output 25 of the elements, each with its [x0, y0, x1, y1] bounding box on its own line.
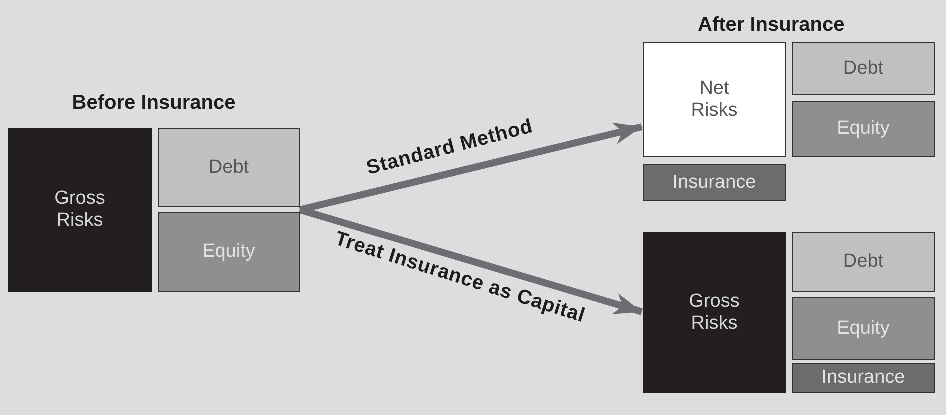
box-label: Equity — [837, 318, 890, 340]
box-label: Equity — [837, 118, 890, 140]
insurance-box — [643, 164, 786, 201]
box-label: Debt — [208, 156, 250, 178]
section-heading: After Insurance — [698, 14, 845, 37]
box-label: Equity — [202, 241, 256, 263]
box-label: Gross Risks — [688, 290, 741, 334]
box-label: Insurance — [672, 172, 756, 194]
equity-box — [792, 297, 935, 360]
group-heading: Before Insurance — [72, 92, 236, 115]
risk-box — [643, 42, 786, 157]
box-label: Gross Risks — [54, 188, 106, 232]
insurance-box — [792, 363, 935, 393]
box-label: Net Risks — [690, 78, 739, 122]
equity-box — [158, 212, 300, 292]
box-label: Insurance — [822, 367, 906, 389]
debt-box — [158, 128, 300, 207]
box-label: Debt — [843, 58, 884, 80]
box-label: Debt — [843, 251, 884, 273]
risk-box — [8, 128, 152, 292]
arrow — [299, 122, 643, 214]
risk-box — [643, 232, 786, 393]
equity-box — [792, 101, 935, 157]
debt-box — [792, 42, 935, 95]
debt-box — [792, 232, 935, 292]
